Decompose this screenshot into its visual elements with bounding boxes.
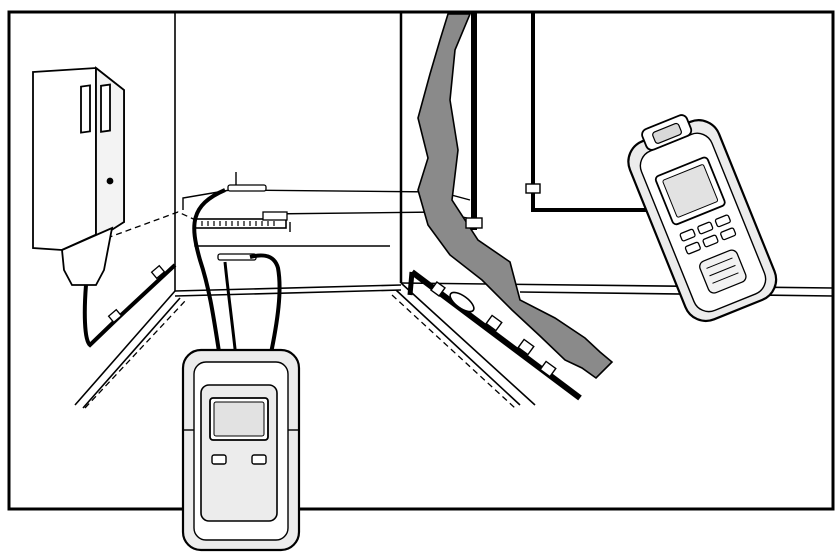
pipe-joint-1 [449,291,475,313]
panel-window-2 [100,83,111,133]
wire-lower [194,232,390,247]
receiver-grip [699,249,747,294]
left-floor-diagonal [74,290,176,406]
pipe-joint-2 [430,281,446,297]
floor-pipe [407,269,582,401]
hidden-wire-floor-left [84,299,187,409]
pipe-joint-4 [517,338,535,356]
pipe-joint-5 [539,360,557,378]
transmitter-leads [192,188,282,359]
clip-top [227,184,267,192]
test-clips [217,184,267,261]
pipe-clamp-1 [465,217,483,229]
hidden-wire-panel [87,211,201,246]
floor-back-edge-right-2 [519,291,834,297]
pipe-clamp-2 [525,183,541,194]
receiver-button-4 [684,241,701,255]
center-floor-diagonal [400,282,536,406]
panel-knob [106,177,114,185]
electrical-panel-icon [32,66,125,286]
lead-right [249,253,282,359]
transmitter-button-right [251,454,267,465]
center-floor-diagonal-2 [395,289,521,406]
receiver-button-1 [679,228,696,242]
lead-center [223,261,238,359]
transmitter-screen-inner [213,401,265,437]
wall-crack [417,13,614,380]
terminal-strip-icon [193,211,288,229]
floor-back-edge-left-2 [174,289,402,297]
pipe-joint-3 [485,314,503,332]
left-floor-diagonal-2 [82,297,181,409]
receiver-button-3 [714,214,731,228]
receiver-screen-inner [662,164,719,218]
room-border [7,10,835,511]
receiver-button-5 [702,234,719,248]
transmitter-icon [181,348,301,552]
transmitter-button-left [211,454,227,465]
terminal-ticks [201,221,275,226]
receiver-button-2 [697,221,714,235]
handheld-receiver-icon [627,114,778,323]
room-frame [7,10,835,511]
hidden-wires [84,211,516,409]
panel-window-1 [80,84,91,134]
panel-cable [82,263,177,348]
receiver-button-6 [720,227,737,241]
hidden-wire-floor-center [391,294,516,409]
floor-back-edge-left [174,284,402,292]
vertical-pipes [465,12,650,230]
lead-left [192,188,226,359]
